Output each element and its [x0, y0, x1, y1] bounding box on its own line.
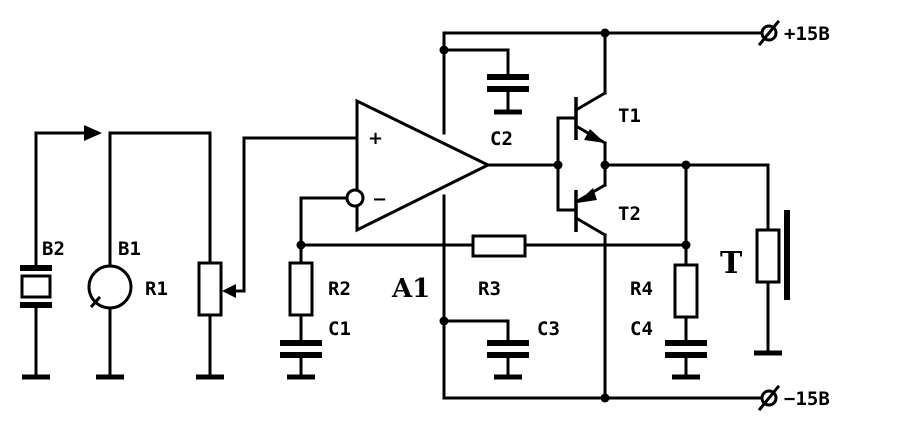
a1-op-amp	[345, 98, 560, 233]
r2-label: R2	[328, 278, 351, 300]
r1-label: R1	[145, 278, 168, 300]
vplus-label: +15В	[784, 23, 830, 45]
vminus-label: −15В	[784, 388, 830, 410]
r2-resistor	[288, 196, 349, 344]
b1-label: B1	[118, 238, 141, 260]
t-label: T	[720, 246, 743, 281]
t2-label: T2	[618, 203, 641, 225]
c1-label: C1	[328, 318, 351, 340]
emitter-arrow-icon	[577, 188, 597, 203]
r3-label: R3	[478, 278, 501, 300]
a1-label: A1	[391, 274, 430, 304]
speaker-t	[754, 163, 790, 356]
b2-piezo-element	[20, 125, 102, 380]
junction-dots	[296, 28, 691, 403]
c1-capacitor	[280, 340, 322, 380]
c3-capacitor	[487, 319, 529, 380]
r3-resistor	[299, 234, 688, 258]
t1-label: T1	[618, 105, 641, 127]
emitter-arrow-icon	[584, 129, 605, 143]
r4-resistor	[673, 263, 699, 343]
c2-capacitor	[487, 48, 529, 115]
r1-potentiometer	[196, 131, 359, 380]
opamp-noninverting-sign: +	[368, 128, 383, 149]
opamp-inverting-sign: −	[372, 189, 387, 210]
t2-transistor	[556, 163, 608, 400]
c4-capacitor	[665, 340, 707, 380]
c3-label: C3	[537, 318, 560, 340]
r4-label: R4	[630, 278, 653, 300]
wiper-arrow-icon	[222, 284, 236, 298]
arrow-icon	[84, 125, 102, 141]
b1-microphone	[87, 131, 212, 380]
t1-transistor	[556, 31, 608, 167]
c2-label: C2	[490, 128, 513, 150]
c4-label: C4	[630, 318, 653, 340]
b2-label: B2	[42, 238, 65, 260]
